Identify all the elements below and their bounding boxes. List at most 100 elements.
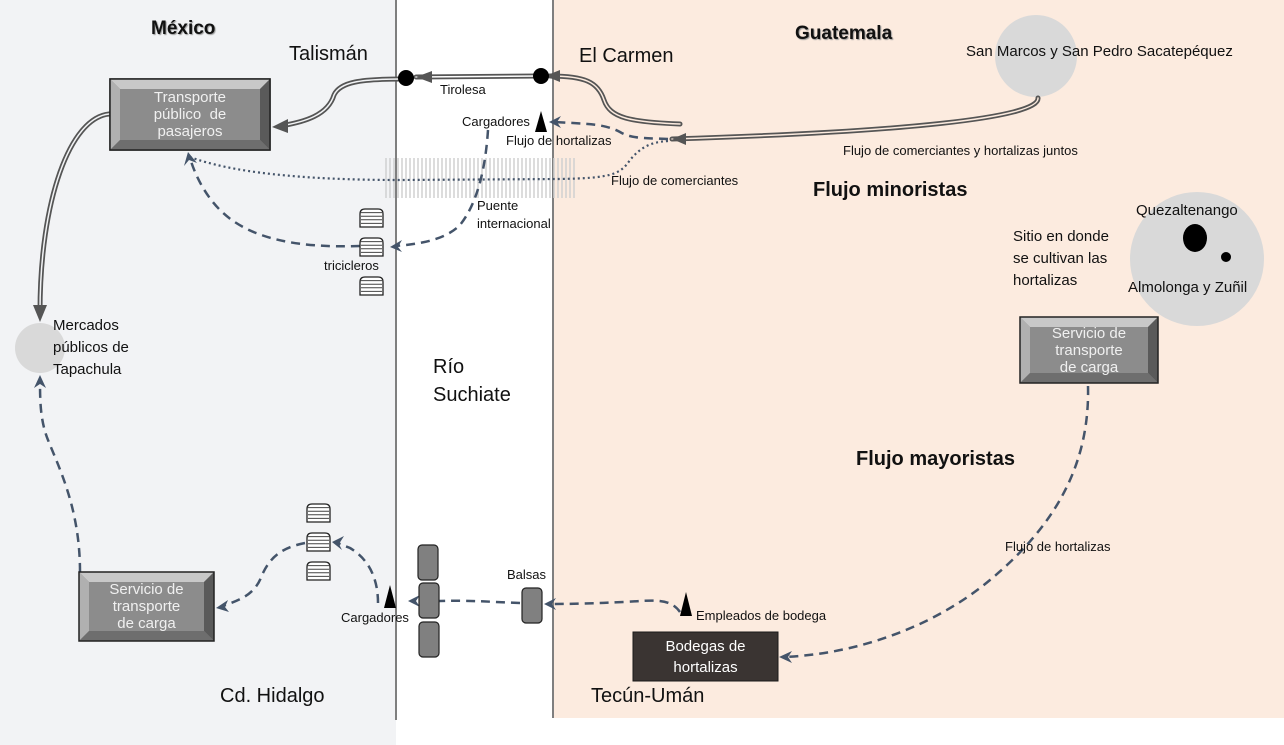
section-minoristas: Flujo minoristas	[813, 179, 968, 201]
flujo-hortalizas-top-label: Flujo de hortalizas	[506, 133, 612, 148]
cultivo-line: hortalizas	[1013, 272, 1078, 289]
arrowhead	[184, 152, 197, 166]
arrowhead	[779, 651, 792, 663]
river-label: Río Suchiate	[433, 353, 511, 409]
guatemala-region	[553, 0, 1284, 718]
bodegas-text: Bodegas de hortalizas	[633, 633, 778, 681]
raft	[521, 587, 543, 624]
tricycle-icon	[306, 532, 331, 552]
transporte-pasajeros-text: Transporte público de pasajeros	[120, 87, 260, 141]
cargadores-bottom-label: Cargadores	[341, 610, 409, 625]
cargador-icon	[384, 585, 396, 608]
box-line: público de	[153, 105, 227, 123]
tricycle-group	[306, 208, 384, 581]
bodegas-box	[632, 631, 779, 682]
tricicleros-label: tricicleros	[324, 258, 379, 273]
tirolesa-node-mx	[398, 70, 414, 86]
cd-hidalgo-label: Cd. Hidalgo	[220, 685, 325, 707]
tricycle-icon	[306, 503, 331, 523]
mercados-line: Tapachula	[53, 361, 122, 378]
flow-line-mercados	[37, 111, 112, 315]
cultivo-line: Sitio en donde	[1013, 228, 1109, 245]
arrowhead	[545, 70, 560, 82]
arrowhead	[33, 305, 47, 322]
mercados-line: públicos de	[53, 339, 129, 356]
carga-mx-box	[78, 571, 215, 642]
mexico-title: México	[151, 18, 216, 39]
arrowhead	[408, 595, 420, 607]
empleado-icon	[680, 592, 692, 616]
flujo-comerciantes-label: Flujo de comerciantes	[611, 173, 739, 188]
section-mayoristas: Flujo mayoristas	[856, 448, 1015, 470]
tricycle-icon	[359, 276, 384, 296]
box-line: hortalizas	[673, 659, 738, 676]
empleados-label: Empleados de bodega	[696, 608, 827, 623]
flow-comerciantes	[189, 139, 669, 182]
raft-group	[417, 544, 543, 658]
arrowhead	[332, 536, 344, 550]
balsas-label: Balsas	[507, 567, 547, 582]
raft	[418, 582, 440, 619]
box-line: Bodegas de	[665, 638, 746, 655]
box-line: Servicio de	[109, 580, 184, 598]
flujo-hortalizas-mayor-label: Flujo de hortalizas	[1005, 539, 1111, 554]
quetzaltenango-label: Quezaltenango	[1136, 202, 1238, 219]
puente-line: internacional	[477, 216, 551, 231]
box-line: de carga	[1059, 358, 1119, 376]
mercados-line: Mercados	[53, 317, 119, 334]
almolonga-label: Almolonga y Zuñil	[1128, 279, 1248, 296]
transporte-pasajeros-box	[109, 78, 271, 151]
quetzaltenango-circle	[1130, 192, 1264, 326]
quetzaltenango-dot	[1183, 224, 1207, 252]
flow-trici-carga-mx	[219, 541, 306, 609]
arrowhead	[549, 116, 561, 128]
arrowhead	[672, 133, 686, 145]
mercados-label: Mercados públicos de Tapachula	[53, 315, 129, 381]
box-line: Servicio de	[1051, 324, 1127, 342]
tricycle-icon	[306, 561, 331, 581]
tirolesa-label: Tirolesa	[440, 82, 486, 97]
cargador-icon	[535, 111, 547, 132]
box-line: Transporte	[154, 88, 226, 106]
arrowhead	[544, 598, 556, 610]
raft	[417, 544, 439, 581]
tricycle-icon	[359, 237, 384, 257]
arrowhead	[272, 119, 288, 133]
box-line: transporte	[112, 597, 181, 615]
flow-balsas-cargadores	[412, 599, 521, 605]
arrowhead	[390, 240, 402, 252]
arrowhead	[216, 600, 229, 612]
flow-tricicleros-transporte	[188, 157, 361, 248]
arrowhead	[34, 375, 46, 388]
mercados-circle	[15, 323, 65, 373]
box-line: de carga	[117, 614, 176, 632]
river-line: Río	[433, 356, 465, 378]
cultivo-label: Sitio en donde se cultivan las hortaliza…	[1013, 226, 1109, 292]
guatemala-title: Guatemala	[795, 23, 893, 44]
tecun-uman-label: Tecún-Umán	[591, 685, 705, 707]
river-line: Suchiate	[433, 384, 511, 406]
tricycle-icon	[359, 208, 384, 228]
carga-gt-text: Servicio de transporte de carga	[1030, 323, 1148, 377]
flow-carga-mercados	[38, 377, 82, 573]
tirolesa-node-gt	[533, 68, 549, 84]
box-line: transporte	[1055, 341, 1123, 359]
arrowhead	[416, 71, 432, 83]
cultivo-line: se cultivan las	[1013, 250, 1108, 267]
puente-label: Puente internacional	[477, 197, 551, 233]
san-marcos-label: San Marcos y San Pedro Sacatepéquez	[966, 43, 1233, 60]
el-carmen-label: El Carmen	[579, 45, 674, 67]
carga-gt-box	[1019, 316, 1159, 384]
box-line: pasajeros	[157, 122, 223, 140]
raft	[418, 621, 440, 658]
flow-hortalizas-top	[554, 120, 669, 141]
flow-cargadores-trici	[334, 540, 380, 604]
carga-mx-text: Servicio de transporte de carga	[89, 579, 204, 633]
flujo-juntos-label: Flujo de comerciantes y hortalizas junto…	[843, 143, 1078, 158]
puente-line: Puente	[477, 198, 519, 213]
almolonga-dot	[1221, 252, 1231, 262]
flow-carga-bodegas	[781, 385, 1090, 659]
san-marcos-circle	[995, 15, 1077, 97]
talisman-label: Talismán	[289, 43, 368, 65]
